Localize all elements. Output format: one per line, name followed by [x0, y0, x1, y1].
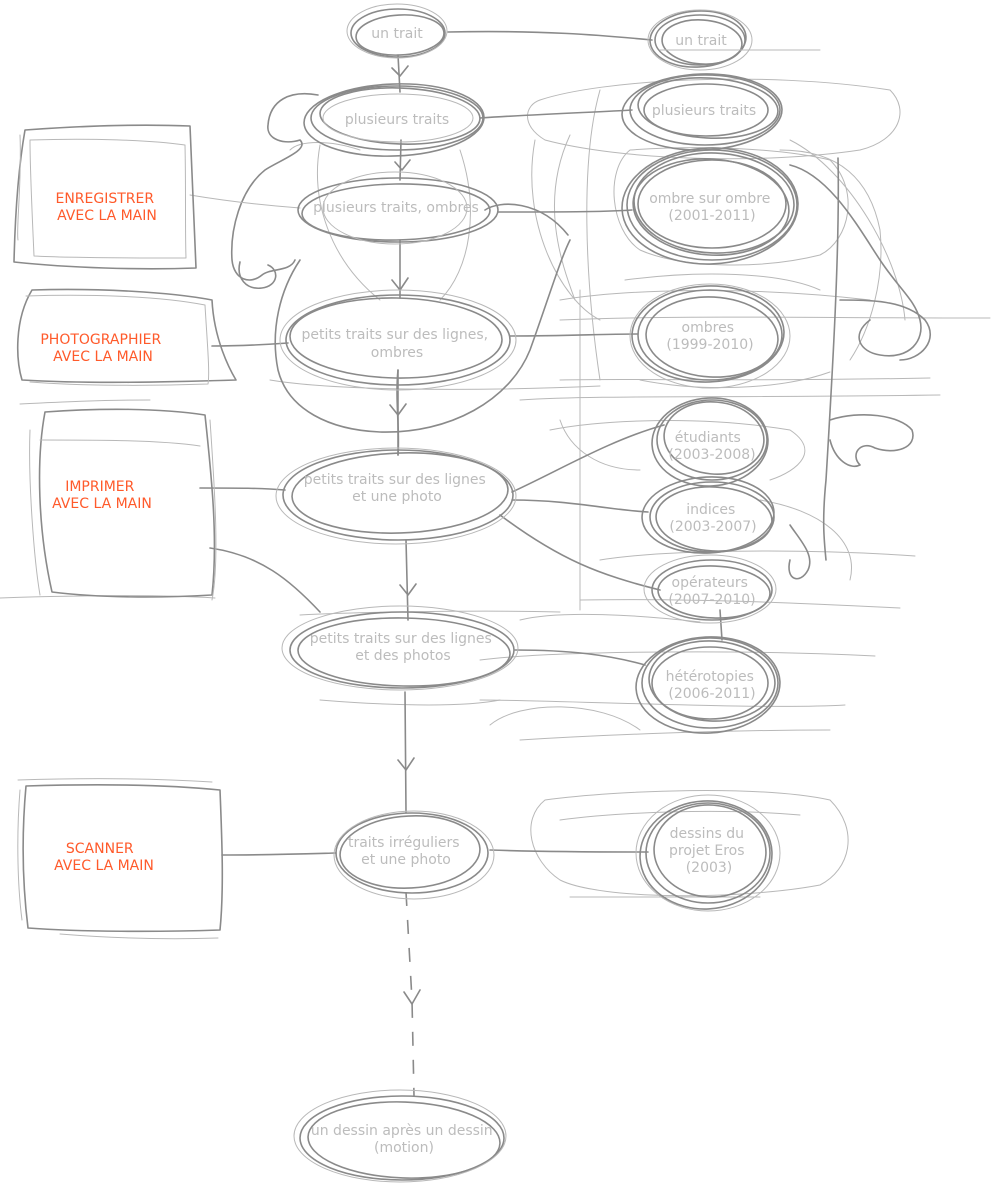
- node-operateurs: opérateurs (2007-2010): [643, 554, 777, 624]
- box-label-enregistrer: ENREGISTRER AVEC LA MAIN: [55, 191, 158, 224]
- box-imprimer: IMPRIMER AVEC LA MAIN: [29, 408, 217, 601]
- box-label-imprimer: IMPRIMER AVEC LA MAIN: [52, 479, 152, 512]
- node-petits-traits-photo: petits traits sur des lignes et une phot…: [275, 447, 517, 545]
- centre-right-connectors: [447, 30, 723, 853]
- node-label-dessin-apres-dessin: un dessin après un dessin (motion): [311, 1123, 497, 1156]
- centre-connectors: [389, 54, 421, 1097]
- node-petits-traits-photos: petits traits sur des lignes et des phot…: [281, 605, 519, 691]
- node-label-petits-traits-ombres: petits traits sur des lignes, ombres: [301, 327, 492, 361]
- node-label-operateurs: opérateurs (2007-2010): [668, 575, 755, 608]
- node-label-indices: indices (2003-2007): [669, 502, 756, 535]
- node-plusieurs-traits: plusieurs traits: [303, 83, 485, 157]
- node-label-heterotopies: hétérotopies (2006-2011): [666, 669, 759, 702]
- node-label-ombres: ombres (1999-2010): [666, 320, 753, 353]
- left-scribble-loop: [230, 93, 571, 433]
- node-label-r-un-trait: un trait: [675, 33, 727, 49]
- node-plusieurs-traits-ombres: plusieurs traits, ombres: [297, 171, 499, 245]
- node-r-un-trait: un trait: [647, 9, 821, 71]
- node-label-plusieurs-traits: plusieurs traits: [345, 112, 449, 128]
- node-label-plusieurs-traits-ombres: plusieurs traits, ombres: [313, 200, 479, 216]
- node-indices: indices (2003-2007): [641, 476, 775, 554]
- box-enregistrer: ENREGISTRER AVEC LA MAIN: [13, 124, 197, 270]
- node-dessin-apres-dessin: un dessin après un dessin (motion): [293, 1089, 507, 1183]
- node-heterotopies: hétérotopies (2006-2011): [635, 636, 781, 734]
- node-r-plusieurs-traits: plusieurs traits: [621, 73, 783, 151]
- node-label-dessins-eros: dessins du projet Eros (2003): [669, 826, 749, 876]
- background-scribbles: [0, 78, 991, 898]
- box-scanner: SCANNER AVEC LA MAIN: [17, 778, 224, 940]
- node-traits-irreguliers: traits irréguliers et une photo: [333, 810, 495, 900]
- node-ombres: ombres (1999-2010): [629, 283, 791, 389]
- node-ombre-sur-ombre: ombre sur ombre (2001-2011): [621, 147, 799, 265]
- node-label-ombre-sur-ombre: ombre sur ombre (2001-2011): [649, 191, 775, 224]
- node-petits-traits-ombres: petits traits sur des lignes, ombres: [279, 289, 517, 391]
- node-label-un-trait: un trait: [371, 26, 423, 42]
- node-label-petits-traits-photos: petits traits sur des lignes et des phot…: [310, 631, 497, 664]
- box-label-scanner: SCANNER AVEC LA MAIN: [54, 841, 154, 874]
- right-scribble-loop: [788, 157, 931, 580]
- box-photographier: PHOTOGRAPHIER AVEC LA MAIN: [16, 288, 237, 386]
- node-label-traits-irreguliers: traits irréguliers et une photo: [348, 835, 464, 868]
- node-etudiants: étudiants (2003-2008): [651, 397, 769, 487]
- node-label-etudiants: étudiants (2003-2008): [668, 430, 755, 463]
- node-label-petits-traits-photo: petits traits sur des lignes et une phot…: [304, 472, 491, 505]
- node-dessins-eros: dessins du projet Eros (2003): [635, 794, 781, 912]
- box-label-photographier: PHOTOGRAPHIER AVEC LA MAIN: [40, 332, 165, 365]
- node-un-trait: un trait: [346, 3, 448, 59]
- node-label-r-plusieurs-traits: plusieurs traits: [652, 103, 756, 119]
